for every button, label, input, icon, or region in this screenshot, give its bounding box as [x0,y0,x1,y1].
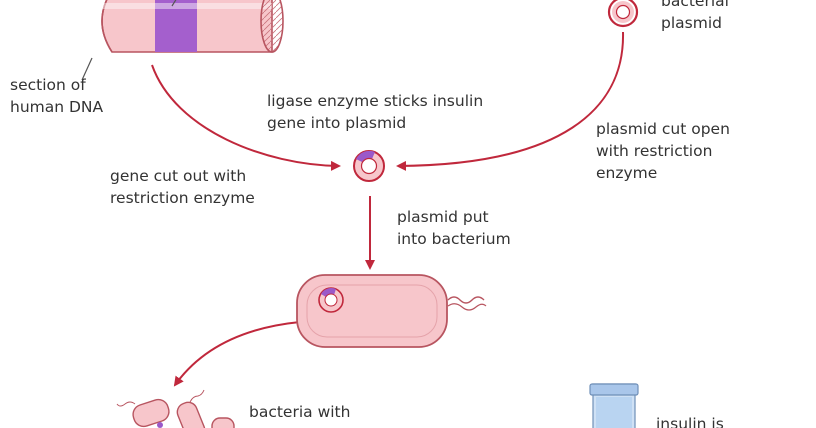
arrow-bacterial-plasmid-to-plasmid [396,31,625,171]
bacterium-with-plasmid [296,274,487,348]
dna-label-leader [81,57,93,81]
bacterium-flagellum [447,296,485,304]
recombinant-plasmid [353,150,385,182]
label-plasmid-put-into-bacterium: plasmid put into bacterium [397,208,511,248]
bacteria-colony [116,389,235,428]
label-bacteria-with: bacteria with [249,403,351,421]
insulin-vial [589,383,639,428]
label-human-dna: section of human DNA [10,76,104,116]
label-ligase-enzyme: ligase enzyme sticks insulin gene into p… [267,92,484,132]
bacterial-plasmid [607,0,639,28]
label-insulin-is: insulin is [656,415,724,428]
arrow-bacterium-to-colony [173,321,301,387]
label-bacterial-plasmid: bacterial plasmid [661,0,729,32]
human-dna-section [81,0,284,81]
label-gene-cut-out: gene cut out with restriction enzyme [110,167,255,207]
insulin-gene-band [155,0,197,52]
dna-cut-end [260,0,284,53]
label-plasmid-cut-open: plasmid cut open with restriction enzyme [596,120,730,182]
arrow-dna-to-plasmid [151,64,341,171]
